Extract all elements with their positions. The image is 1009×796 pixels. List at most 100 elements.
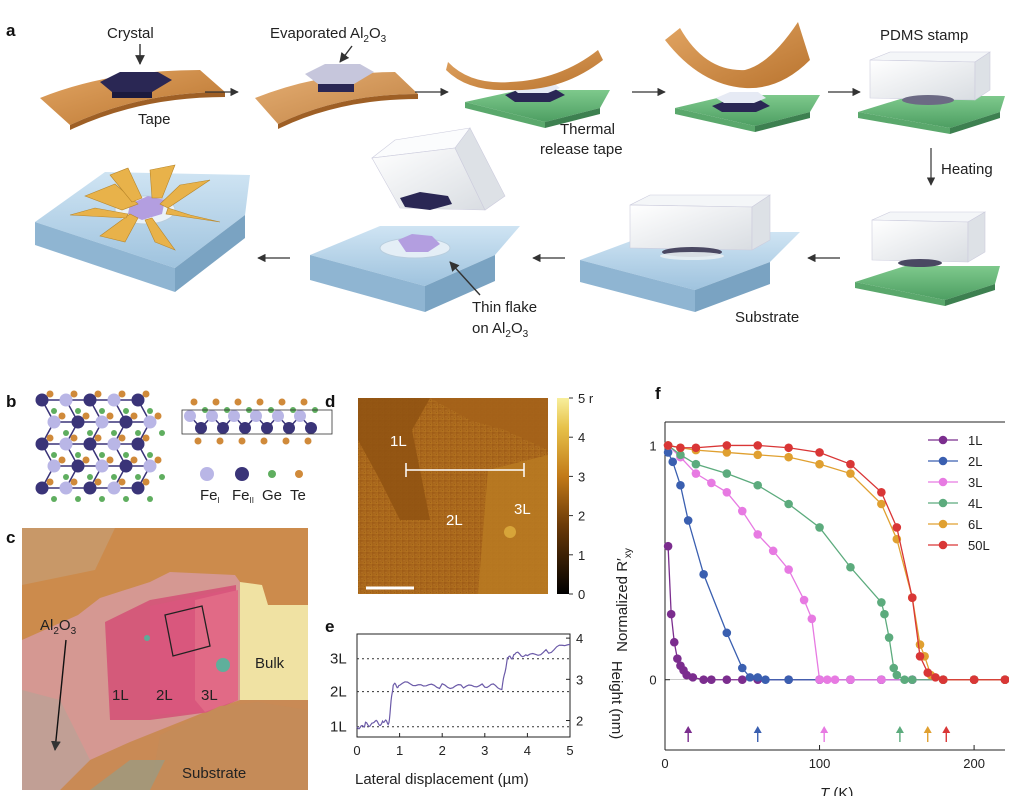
- te-atom: [70, 478, 78, 486]
- data-point-4L: [722, 469, 732, 478]
- te-atom: [118, 478, 126, 486]
- fe-atom: [228, 410, 240, 422]
- te-atom: [94, 478, 102, 486]
- data-point-1L: [722, 675, 732, 685]
- profile-frame: [356, 633, 571, 738]
- data-point-3L: [707, 478, 716, 488]
- layer-label: 1L: [330, 719, 347, 736]
- ge-atom: [75, 408, 81, 414]
- data-point-2L: [745, 673, 755, 682]
- te-atom: [142, 478, 150, 486]
- afm-1l: 1L: [390, 433, 407, 450]
- fe-atom: [95, 415, 109, 429]
- ge-atom: [135, 474, 141, 480]
- legend-label-6L: 6L: [968, 517, 982, 532]
- te-atom: [46, 390, 54, 398]
- series-line-4L: [667, 444, 1005, 681]
- legend-label-50L: 50L: [968, 538, 990, 553]
- te-atom: [142, 390, 150, 398]
- data-point-50L: [931, 673, 940, 682]
- data-point-3L: [815, 675, 824, 685]
- data-point-4L: [676, 450, 685, 460]
- legend-fe2-dot: [235, 467, 249, 481]
- data-point-4L: [784, 499, 793, 509]
- te-atom: [58, 412, 66, 420]
- rxy-xlabel: T (K): [820, 785, 853, 796]
- rxy-x-tick: 0: [661, 756, 668, 771]
- te-atom: [278, 398, 286, 406]
- data-point-6L: [784, 452, 793, 462]
- series-line-6L: [667, 444, 1005, 681]
- te-atom: [234, 398, 242, 406]
- fe-atom: [143, 459, 157, 473]
- data-point-2L: [663, 448, 673, 457]
- data-point-50L: [815, 448, 824, 457]
- ge-atom: [75, 452, 81, 458]
- fe-atom: [184, 410, 196, 422]
- ge-atom: [123, 408, 129, 414]
- data-point-50L: [1000, 675, 1009, 685]
- te-atom: [70, 434, 78, 442]
- panel-label-f: f: [655, 384, 661, 403]
- ge-atom: [111, 430, 117, 436]
- step2-evaporated: [255, 64, 418, 129]
- data-point-1L: [707, 675, 716, 685]
- fe-atom: [59, 393, 73, 407]
- data-point-1L: [673, 654, 682, 663]
- tc-arrowhead: [820, 726, 829, 733]
- colorbar-tick-label: 5 r: [578, 391, 594, 406]
- data-point-3L: [807, 614, 817, 624]
- ge-atom: [87, 474, 93, 480]
- ge-atom: [111, 474, 117, 480]
- te-atom: [304, 437, 312, 445]
- data-point-1L: [688, 673, 698, 682]
- te-atom: [216, 437, 224, 445]
- data-point-1L: [666, 609, 676, 619]
- lattice-top-view: [35, 390, 165, 502]
- data-point-4L: [892, 670, 902, 680]
- profile-x-tick: 4: [524, 743, 531, 758]
- profile-x-tick: 5: [566, 743, 573, 758]
- data-point-6L: [815, 459, 824, 469]
- data-point-50L: [907, 593, 917, 603]
- legend-marker-6L: [938, 519, 948, 529]
- series-line-50L: [667, 444, 1005, 681]
- profile-ylabel: Height (nm): [608, 661, 625, 739]
- layer-label: 3L: [330, 651, 347, 668]
- ge-atom: [63, 430, 69, 436]
- legend-label-1L: 1L: [968, 433, 982, 448]
- te-atom: [256, 398, 264, 406]
- te-atom: [154, 456, 162, 464]
- legend-marker-4L: [938, 498, 948, 508]
- legend-fe1: FeI: [200, 487, 220, 505]
- ge-atom: [123, 452, 129, 458]
- rxy-y-tick: 0: [649, 673, 656, 688]
- data-point-50L: [691, 443, 701, 453]
- profile-y-tick: 3: [576, 672, 583, 687]
- te-atom: [58, 456, 66, 464]
- data-point-50L: [938, 675, 948, 685]
- data-point-3L: [691, 469, 701, 478]
- data-point-3L: [722, 487, 732, 497]
- data-point-50L: [663, 441, 673, 450]
- substrate-label-a: Substrate: [735, 309, 799, 326]
- panel-label-b: b: [6, 392, 16, 411]
- fe-atom: [107, 437, 121, 451]
- profile-line: [356, 643, 571, 730]
- ge-atom: [135, 430, 141, 436]
- te-atom: [212, 398, 220, 406]
- data-point-6L: [722, 448, 732, 457]
- data-point-3L: [737, 506, 747, 516]
- te-atom: [130, 412, 138, 420]
- data-point-3L: [753, 530, 763, 539]
- legend-te-dot: [295, 470, 303, 478]
- rxy-x-tick: 200: [963, 756, 985, 771]
- step9-device: [35, 164, 250, 292]
- te-atom: [82, 456, 90, 464]
- fe-atom: [131, 393, 145, 407]
- colorbar-tick-label: 1: [578, 548, 585, 563]
- rxy-y-tick: 1: [649, 438, 656, 453]
- fe-atom: [250, 410, 262, 422]
